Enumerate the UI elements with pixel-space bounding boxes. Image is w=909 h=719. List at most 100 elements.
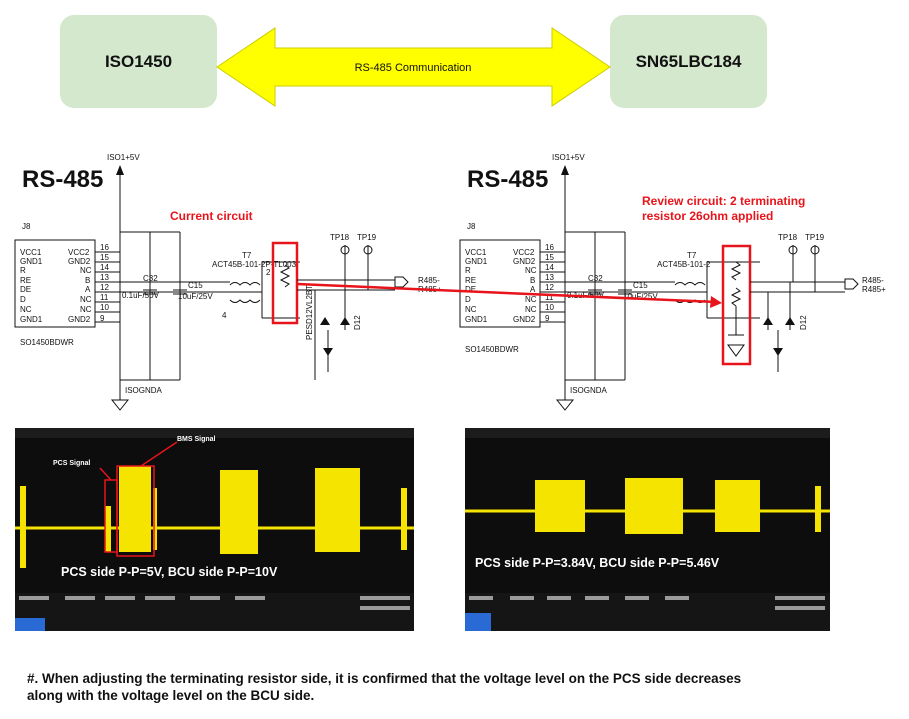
svg-text:9: 9 (100, 314, 105, 323)
svg-text:NC: NC (525, 295, 537, 304)
svg-text:13: 13 (100, 273, 109, 282)
transformer-icon (674, 261, 760, 319)
ground-label: ISOGNDA (570, 386, 608, 395)
svg-text:DE: DE (20, 285, 31, 294)
scope-left: PCS Signal BMS Signal PCS side P-P=5V, B… (15, 428, 414, 631)
review-resistor-highlight (721, 244, 752, 366)
footnote-line-2: along with the voltage level on the BCU … (27, 688, 315, 703)
cap1-label: C32 (588, 274, 603, 283)
svg-text:12: 12 (100, 283, 109, 292)
svg-text:GND1: GND1 (465, 257, 488, 266)
svg-text:A: A (530, 285, 536, 294)
tp18-icon (788, 245, 798, 255)
svg-text:10: 10 (100, 303, 109, 312)
ic-pins-right: VCC2 GND2 NC B A NC NC GND2 (513, 248, 537, 324)
diode-label: D12 (353, 315, 362, 330)
svg-text:RE: RE (20, 276, 31, 285)
svg-text:GND2: GND2 (513, 257, 536, 266)
scope-right-waveform (465, 428, 830, 631)
power-label: ISO1+5V (552, 153, 585, 162)
power-arrow-icon (561, 165, 569, 175)
transformer-icon (229, 261, 300, 319)
svg-text:B: B (530, 276, 535, 285)
ic-pin-numbers: 16 15 14 13 12 11 10 9 (545, 243, 554, 323)
svg-text:4: 4 (222, 311, 227, 320)
svg-text:14: 14 (100, 263, 109, 272)
svg-text:NC: NC (80, 305, 92, 314)
ground-icon (555, 399, 575, 411)
bms-signal-label: BMS Signal (177, 436, 216, 443)
svg-text:GND2: GND2 (513, 315, 536, 324)
svg-text:NC: NC (20, 305, 32, 314)
scope-left-caption: PCS side P-P=5V, BCU side P-P=10V (61, 565, 278, 579)
svg-text:16: 16 (100, 243, 109, 252)
part-label: SO1450BDWR (20, 338, 74, 347)
diode-icon (785, 317, 795, 325)
change-arrow-head (710, 296, 722, 308)
scope-right-caption: PCS side P-P=3.84V, BCU side P-P=5.46V (475, 556, 720, 570)
out1-label: R485- (418, 276, 440, 285)
scope-right: PCS side P-P=3.84V, BCU side P-P=5.46V (465, 428, 830, 631)
ic-body (14, 239, 96, 328)
svg-text:R: R (20, 266, 26, 275)
schematic-right: RS-485 ISO1+5V J8 VCC1 GND1 R RE DE D NC… (459, 153, 886, 411)
svg-text:A: A (85, 285, 91, 294)
cap1-label: C32 (143, 274, 158, 283)
pcs-signal-label: PCS Signal (53, 460, 91, 467)
svg-text:NC: NC (465, 305, 477, 314)
svg-text:VCC1: VCC1 (20, 248, 42, 257)
review-circuit-note-line2: resistor 26ohm applied (642, 209, 773, 223)
footnote: #. When adjusting the terminating resist… (27, 670, 887, 704)
part-label: SO1450BDWR (465, 345, 519, 354)
diode-label: D12 (799, 315, 808, 330)
power-arrow-icon (116, 165, 124, 175)
svg-text:GND1: GND1 (20, 315, 43, 324)
svg-text:14: 14 (545, 263, 554, 272)
communication-double-arrow (216, 27, 611, 107)
svg-text:NC: NC (525, 305, 537, 314)
svg-text:D: D (20, 295, 26, 304)
tp19-label: TP19 (805, 233, 825, 242)
ic-body (459, 239, 541, 328)
change-arrow (296, 282, 717, 304)
tp19-icon (363, 245, 373, 255)
svg-text:VCC1: VCC1 (465, 248, 487, 257)
svg-text:GND2: GND2 (68, 257, 91, 266)
svg-text:RE: RE (465, 276, 476, 285)
iso1450-block: ISO1450 (60, 15, 217, 108)
ic-pins-right: VCC2 GND2 NC B A NC NC GND2 (68, 248, 92, 324)
tp18-label: TP18 (778, 233, 798, 242)
cap2-label: C15 (188, 281, 203, 290)
svg-text:11: 11 (100, 293, 109, 302)
sn65lbc184-label: SN65LBC184 (635, 51, 742, 71)
svg-text:D: D (465, 295, 471, 304)
transformer-part: ACT45B-101-2P-TL003 (212, 260, 297, 269)
svg-text:DE: DE (465, 285, 476, 294)
svg-text:NC: NC (80, 295, 92, 304)
ref-label: J8 (22, 222, 31, 231)
ground-icon (110, 399, 130, 411)
tp18-label: TP18 (330, 233, 350, 242)
svg-text:VCC2: VCC2 (68, 248, 90, 257)
svg-text:GND1: GND1 (465, 315, 488, 324)
transformer-part: ACT45B-101-2 (657, 260, 711, 269)
schematic-left: RS-485 ISO1+5V J8 VCC1 GND1 R RE DE D NC… (14, 153, 442, 411)
tp18-icon (340, 245, 350, 255)
cap2-value: 10uF/25V (178, 292, 213, 301)
ground-icon (727, 344, 745, 357)
svg-text:B: B (85, 276, 90, 285)
svg-text:GND2: GND2 (68, 315, 91, 324)
cap2-value: 10uF/25V (623, 292, 658, 301)
resistor-icon (279, 264, 291, 288)
tvs-diode-icon (320, 317, 330, 325)
svg-text:16: 16 (545, 243, 554, 252)
transformer-label: T7 (242, 251, 252, 260)
ground-label: ISOGNDA (125, 386, 163, 395)
svg-text:9: 9 (545, 314, 550, 323)
transformer-label: T7 (687, 251, 697, 260)
cap2-label: C15 (633, 281, 648, 290)
out1-label: R485- (862, 276, 884, 285)
svg-text:12: 12 (545, 283, 554, 292)
tvs-label: PESD12VL2BT (305, 285, 314, 340)
